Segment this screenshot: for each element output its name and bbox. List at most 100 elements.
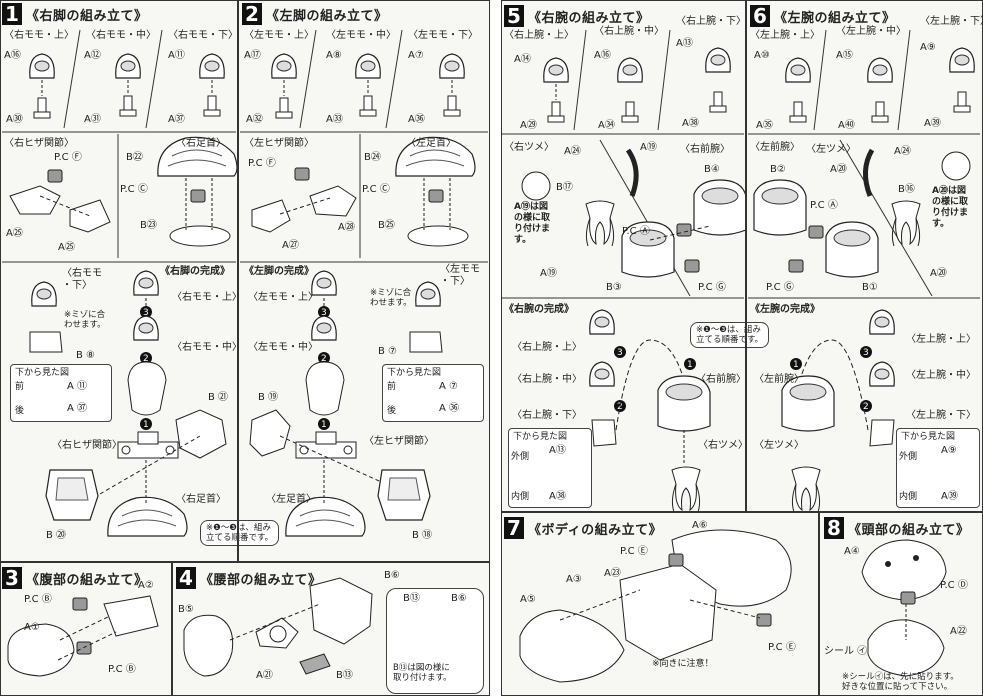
part-tag: A㉚	[6, 114, 23, 125]
part-tag: P.C Ⓔ	[620, 546, 648, 557]
part-tag: B⑬	[336, 670, 353, 681]
part-tag: A㊱	[408, 114, 425, 125]
label: 〈右モモ・上〉	[172, 292, 242, 303]
label: 〈左ヒザ関節〉	[244, 138, 314, 149]
section-7-art	[519, 529, 792, 683]
label: 〈左上腕・上〉	[906, 334, 976, 345]
part-tag: P.C Ⓑ	[24, 594, 52, 605]
label: 〈左前腕〉	[754, 374, 804, 385]
part-tag: B②	[770, 164, 786, 175]
section-number: 3	[2, 567, 22, 589]
bottom-view-inset: 下から見た図 外側 内側 A⑨ A㊴	[896, 428, 980, 508]
label: ※シール㋑は、先に貼ります。 好きな位置に貼って下さい。	[842, 672, 959, 692]
panel-section-5	[501, 0, 746, 512]
part-tag: A⑳	[930, 268, 947, 279]
part-tag: B ⑳	[46, 530, 67, 541]
panel-section-6	[746, 0, 983, 512]
part-tag: A⑩	[754, 50, 770, 61]
part-tag: B㉕	[378, 220, 395, 231]
section-title: 《右腕の組み立て》	[528, 10, 650, 26]
section-1-header: 1 《右脚の組み立て》	[2, 2, 148, 26]
section-title: 《腰部の組み立て》	[200, 572, 322, 588]
part-tag: A㉟	[756, 120, 773, 131]
label: 〈左モモ・中〉	[326, 30, 396, 41]
part-tag: A⑨	[920, 42, 936, 53]
part-tag: A⑰	[244, 50, 261, 61]
part-tag: P.C Ⓑ	[108, 664, 136, 675]
svg-text:2: 2	[617, 402, 623, 412]
label: 〈右前腕〉	[680, 144, 730, 155]
panel-section-8	[819, 512, 983, 696]
part-tag: P.C Ⓓ	[940, 580, 968, 591]
part-tag: A①	[24, 622, 40, 633]
part-tag: B ㉑	[208, 392, 229, 403]
svg-text:3: 3	[617, 348, 623, 358]
part-tag: P.C Ⓒ	[120, 184, 148, 195]
part-tag: B㉓	[140, 220, 157, 231]
section-title: 《ボディの組み立て》	[528, 522, 663, 538]
label: 〈左モモ・下〉	[408, 30, 478, 41]
part-tag: B⑬	[403, 593, 420, 604]
label: 〈右モモ・中〉	[86, 30, 156, 41]
part-tag: A⑬	[676, 38, 693, 49]
part-tag: B㉒	[126, 152, 143, 163]
part-tag: A ⑪	[67, 381, 88, 392]
label: 〈左ツメ〉	[754, 440, 804, 451]
label: 外側	[899, 452, 918, 462]
label: 〈左足首〉	[406, 138, 456, 149]
label: 〈右上腕・上〉	[504, 30, 574, 41]
label: 下から見た図	[387, 368, 442, 378]
part-tag: B ⑲	[258, 392, 279, 403]
part-tag: P.C Ⓖ	[766, 282, 794, 293]
label: ※向きに注意！	[652, 659, 714, 669]
part-tag: A ㊱	[439, 403, 460, 414]
part-tag: A④	[844, 546, 860, 557]
label: 〈左モモ・上〉	[244, 30, 314, 41]
label: 外側	[511, 452, 530, 462]
part-tag: A⑭	[514, 54, 531, 65]
part-tag: A㉔	[894, 146, 911, 157]
label: 〈左前腕〉	[750, 142, 800, 153]
part-tag: A③	[566, 574, 582, 585]
part-tag: B㉔	[364, 152, 381, 163]
label: 内側	[511, 492, 530, 502]
part-tag: A⑲	[540, 268, 557, 279]
label: 〈右上腕・上〉	[512, 342, 582, 353]
part-tag: A⑪	[168, 50, 185, 61]
label: ※ミゾに合 わせます。	[64, 310, 106, 330]
part-tag: A⑤	[520, 594, 536, 605]
svg-text:3: 3	[321, 308, 327, 318]
part-tag: A⑧	[326, 50, 342, 61]
part-tag: A⑮	[836, 50, 853, 61]
label: 〈左足首〉	[266, 494, 316, 505]
panel-section-3	[0, 562, 172, 696]
section-6-header: 6 《左腕の組み立て》	[750, 4, 896, 28]
part-tag: A②	[138, 580, 154, 591]
part-tag: B ⑦	[378, 346, 398, 357]
part-tag: A㉙	[520, 120, 537, 131]
label: 〈右上腕・下〉	[676, 16, 746, 27]
section-5-header: 5 《右腕の組み立て》	[504, 4, 650, 28]
section-1-art: 3 2 1	[2, 29, 238, 537]
section-number: 2	[242, 3, 262, 25]
svg-text:2: 2	[143, 354, 149, 364]
section-title: 《頭部の組み立て》	[848, 522, 970, 538]
label: 〈右モモ・上〉	[4, 30, 74, 41]
label: B⑬は図の様に 取り付けます。	[393, 663, 452, 683]
part-tag: P.C Ⓖ	[698, 282, 726, 293]
part-tag: A㉞	[598, 120, 615, 131]
part-tag: A㉔	[564, 146, 581, 157]
svg-text:1: 1	[793, 360, 799, 370]
label: 〈右前腕〉	[696, 374, 746, 385]
part-tag: P.C Ⓐ	[810, 200, 838, 211]
part-tag: B①	[862, 282, 878, 293]
part-tag: A⑦	[408, 50, 424, 61]
svg-text:1: 1	[143, 420, 149, 430]
svg-text:2: 2	[321, 354, 327, 364]
section-title: 《右脚の組み立て》	[26, 8, 148, 24]
part-tag: B⑯	[898, 184, 915, 195]
section-2-header: 2 《左脚の組み立て》	[242, 2, 388, 26]
svg-text:3: 3	[143, 308, 149, 318]
panel-section-1	[0, 0, 238, 562]
